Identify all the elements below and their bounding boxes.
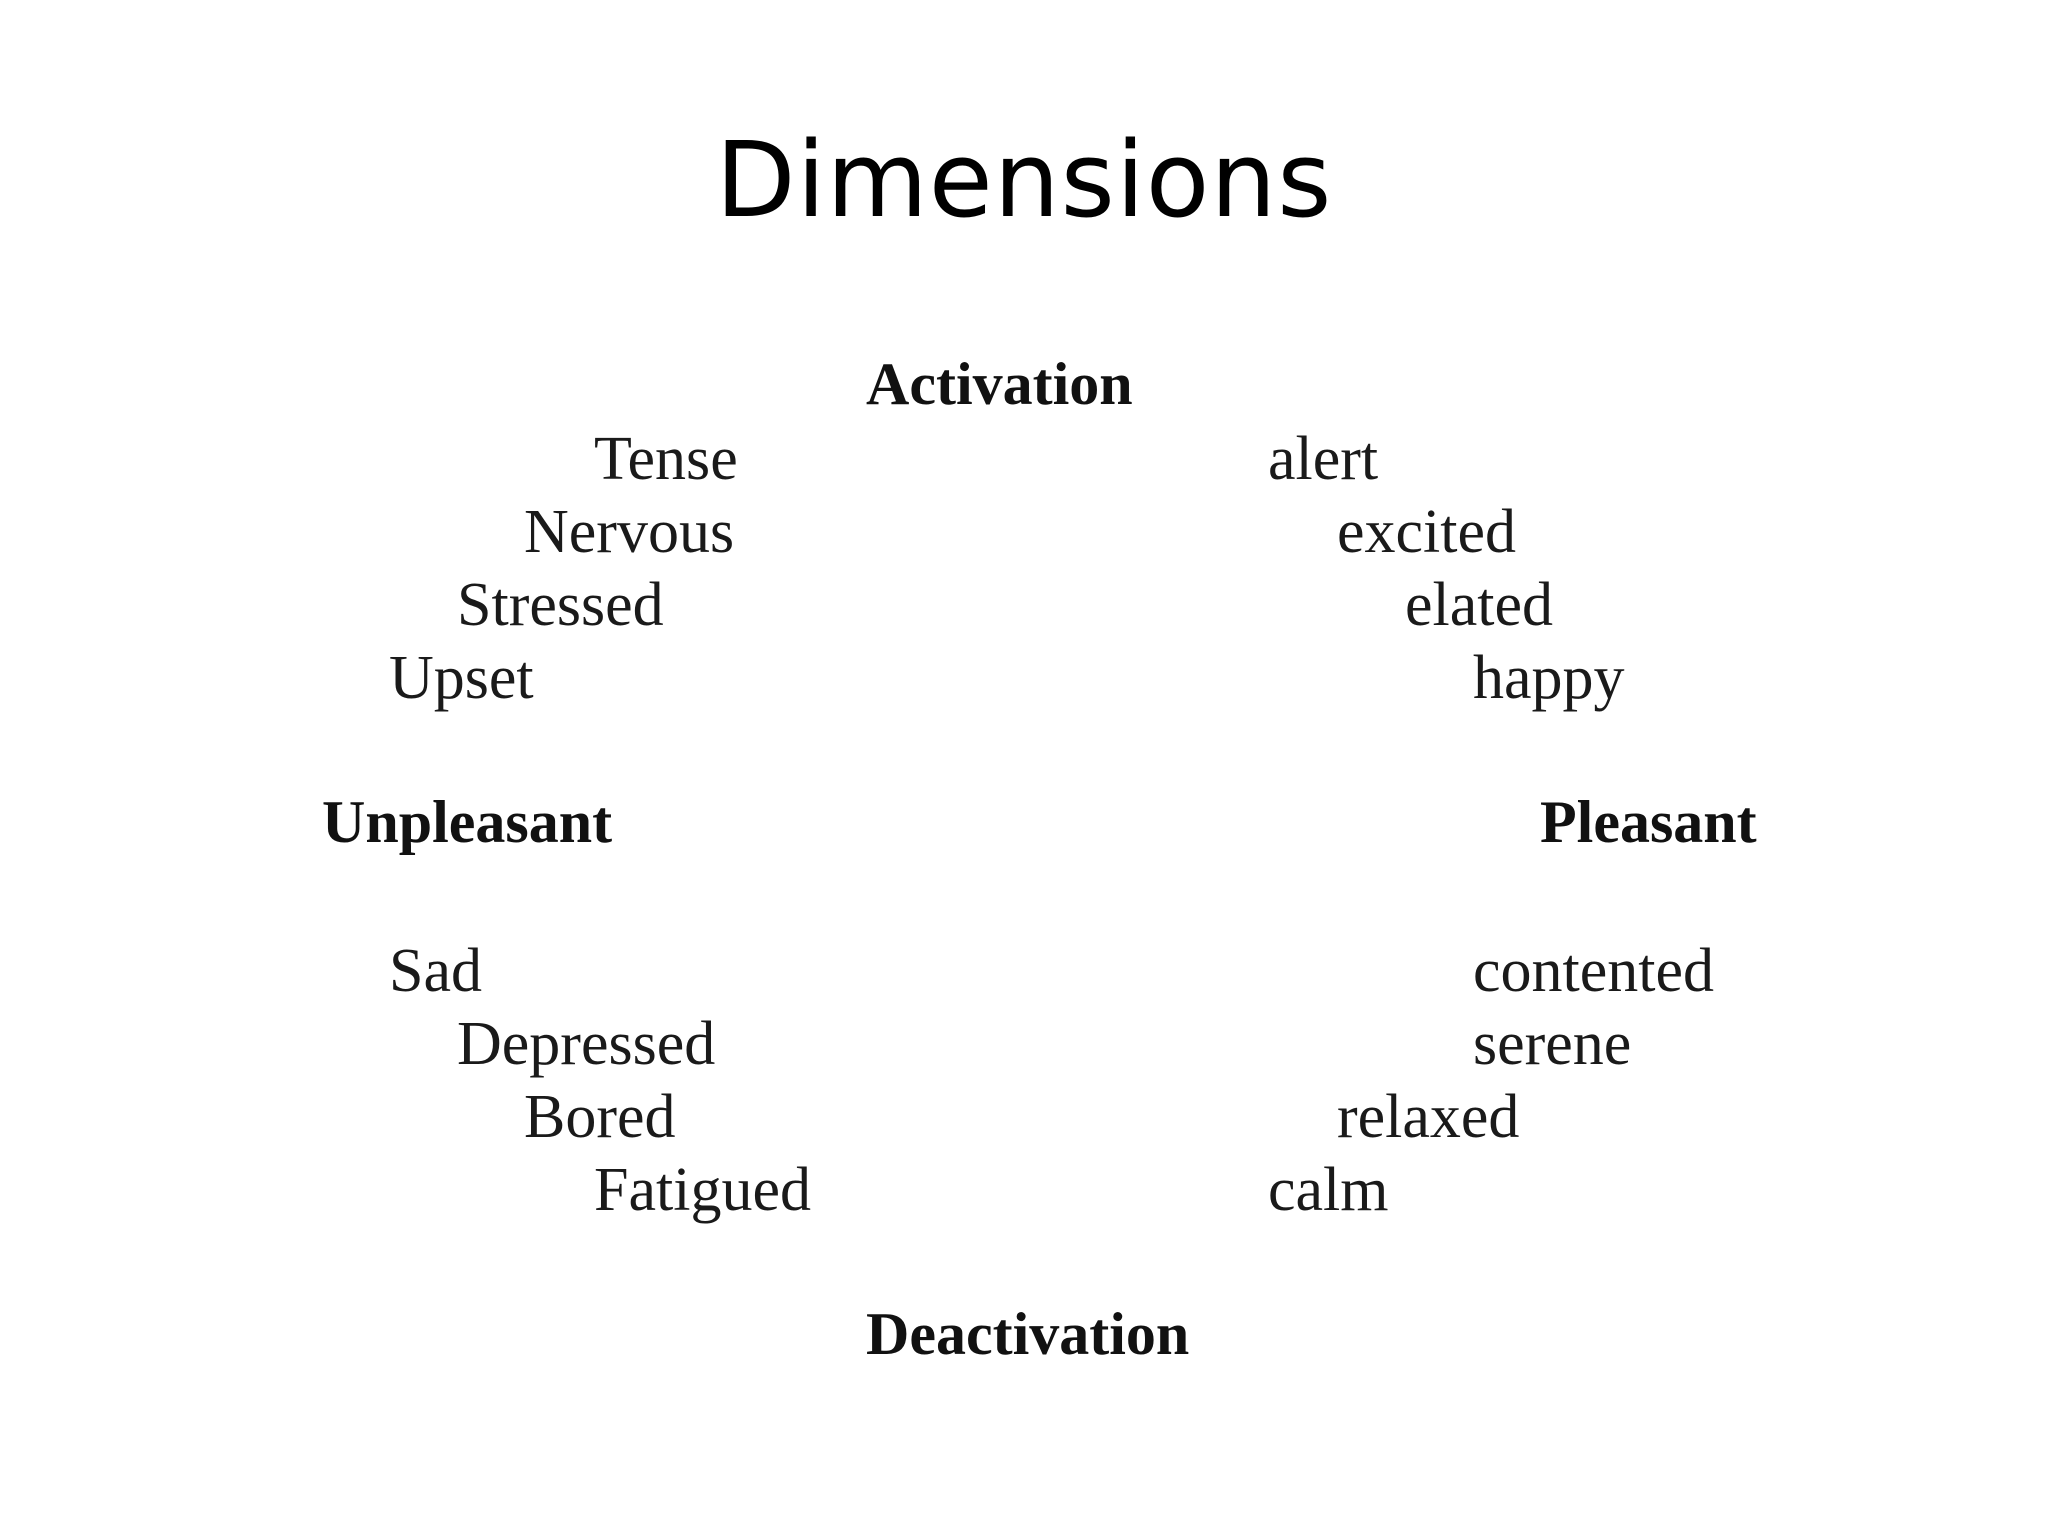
- emotion-word: Sad: [389, 937, 482, 1005]
- emotion-word: elated: [1405, 571, 1554, 639]
- emotion-word: Nervous: [524, 498, 735, 566]
- emotion-word: calm: [1268, 1156, 1389, 1224]
- pole-unpleasant: Unpleasant: [322, 789, 613, 855]
- emotion-word: contented: [1473, 937, 1715, 1005]
- pole-activation: Activation: [866, 351, 1133, 417]
- pole-pleasant: Pleasant: [1540, 789, 1757, 855]
- emotion-word: Stressed: [457, 571, 664, 639]
- pole-deactivation: Deactivation: [866, 1301, 1190, 1367]
- emotion-word: Upset: [389, 644, 534, 712]
- emotion-word: excited: [1337, 498, 1517, 566]
- emotion-word: happy: [1473, 644, 1625, 712]
- emotion-word: Bored: [524, 1083, 676, 1151]
- emotion-word: Tense: [594, 425, 738, 493]
- slide-title: Dimensions: [715, 119, 1333, 241]
- emotion-word: alert: [1268, 425, 1379, 493]
- emotion-word: Fatigued: [594, 1156, 811, 1224]
- emotion-word: relaxed: [1337, 1083, 1520, 1151]
- emotion-word: serene: [1473, 1010, 1632, 1078]
- emotion-word: Depressed: [457, 1010, 716, 1078]
